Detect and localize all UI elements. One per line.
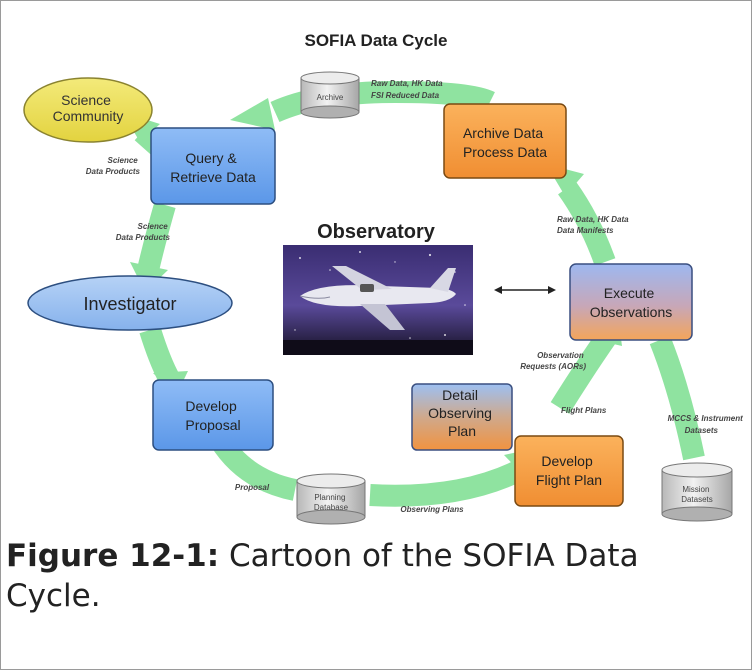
arrow-execute-to-archive: [558, 181, 616, 266]
double-arrow-icon: [494, 286, 556, 294]
science-community-node: Science Community: [23, 77, 153, 143]
archive-process-line2: Process Data: [463, 144, 547, 160]
detail-plan-line1: Detail: [442, 387, 478, 403]
science-products-2-line2: Data Products: [116, 233, 171, 242]
arrow-flight-to-execute: [550, 328, 618, 414]
mccs-line2: Datasets: [685, 426, 719, 435]
planning-database-line2: Database: [314, 503, 349, 512]
sofia-data-cycle-diagram: SOFIA Data Cycle Science Community: [23, 31, 745, 525]
raw-hk-fsi-line2: FSI Reduced Data: [371, 91, 440, 100]
develop-proposal-line1: Develop: [185, 398, 237, 414]
mccs-label: MCCS & Instrument Datasets: [668, 414, 745, 435]
proposal-label: Proposal: [235, 483, 270, 492]
query-retrieve-line1: Query &: [185, 150, 237, 166]
arrow-mission-to-execute: [649, 335, 705, 461]
planning-database-line1: Planning: [314, 493, 345, 502]
mission-datasets-line2: Datasets: [681, 495, 713, 504]
science-products-1-line2: Data Products: [86, 167, 141, 176]
raw-hk-fsi-label: Raw Data, HK Data FSI Reduced Data: [371, 79, 445, 100]
cycle-arrows: [134, 81, 705, 507]
science-community-line1: Science: [61, 92, 111, 108]
investigator-label: Investigator: [83, 294, 176, 314]
execute-line1: Execute: [604, 285, 655, 301]
archive-label: Archive: [317, 93, 344, 102]
arrow-query-to-investigator: [137, 201, 176, 273]
execute-line2: Observations: [590, 304, 672, 320]
science-community-line2: Community: [53, 108, 124, 124]
caption-text: Cartoon of the SOFIA Data Cycle.: [6, 538, 639, 614]
execute-observations-node: Execute Observations: [569, 263, 693, 341]
mission-datasets-line1: Mission: [682, 485, 709, 494]
detail-observing-plan-node: Detail Observing Plan: [411, 383, 513, 451]
arrow-fsi-to-archive-process: [394, 81, 495, 113]
develop-proposal-line2: Proposal: [185, 417, 240, 433]
mccs-line1: MCCS & Instrument: [668, 414, 743, 423]
arrow-planning-to-flight: [369, 460, 525, 507]
detail-observing-plan-label: Detail Observing Plan: [428, 387, 496, 439]
query-retrieve-label: Query & Retrieve Data: [170, 150, 256, 185]
detail-plan-line3: Plan: [448, 423, 476, 439]
query-retrieve-line2: Retrieve Data: [170, 169, 256, 185]
archive-process-node: Archive Data Process Data: [443, 103, 567, 179]
archive-process-label: Archive Data Process Data: [463, 125, 547, 160]
science-community-label: Science Community: [53, 92, 124, 124]
raw-hk-fsi-line1: Raw Data, HK Data: [371, 79, 443, 88]
observation-requests-line1: Observation: [537, 351, 584, 360]
science-products-1-line1: Science: [108, 156, 139, 165]
detail-plan-line2: Observing: [428, 405, 492, 421]
observation-requests-line2: Requests (AORs): [520, 362, 586, 371]
diagram-title: SOFIA Data Cycle: [305, 31, 448, 50]
science-products-label-2: Science Data Products: [116, 222, 171, 242]
observing-plans-label: Observing Plans: [400, 505, 464, 514]
archive-process-line1: Archive Data: [463, 125, 543, 141]
planning-database: Planning Database: [296, 473, 366, 525]
mission-datasets-label: Mission Datasets: [681, 485, 713, 504]
develop-flight-line1: Develop: [541, 453, 593, 469]
develop-flight-plan-node: Develop Flight Plan: [514, 435, 624, 507]
aircraft-icon: [299, 266, 456, 330]
flight-plans-label: Flight Plans: [561, 406, 607, 415]
caption-label: Figure 12-1:: [6, 538, 220, 574]
investigator-node: Investigator: [27, 275, 233, 331]
develop-flight-line2: Flight Plan: [536, 472, 602, 488]
arrowhead-query: [230, 98, 275, 130]
observation-requests-label: Observation Requests (AORs): [520, 351, 586, 371]
raw-hk-manifest-label: Raw Data, HK Data Data Manifests: [557, 215, 631, 235]
observatory-label: Observatory: [317, 221, 436, 243]
develop-proposal-node: Develop Proposal: [152, 379, 274, 451]
mission-datasets-database: Mission Datasets: [661, 462, 733, 522]
raw-hk-manifest-line1: Raw Data, HK Data: [557, 215, 629, 224]
science-products-label-1: Science Data Products: [86, 156, 141, 176]
observatory-image: [283, 245, 473, 355]
develop-flight-plan-label: Develop Flight Plan: [536, 453, 602, 488]
raw-hk-manifest-line2: Data Manifests: [557, 226, 614, 235]
figure-caption: Figure 12-1: Cartoon of the SOFIA Data C…: [6, 536, 736, 616]
query-retrieve-node: Query & Retrieve Data: [150, 127, 276, 205]
planning-database-label: Planning Database: [314, 493, 349, 512]
archive-database: Archive: [300, 71, 360, 119]
develop-proposal-label: Develop Proposal: [185, 398, 240, 433]
science-products-2-line1: Science: [138, 222, 169, 231]
execute-observations-label: Execute Observations: [590, 285, 672, 320]
